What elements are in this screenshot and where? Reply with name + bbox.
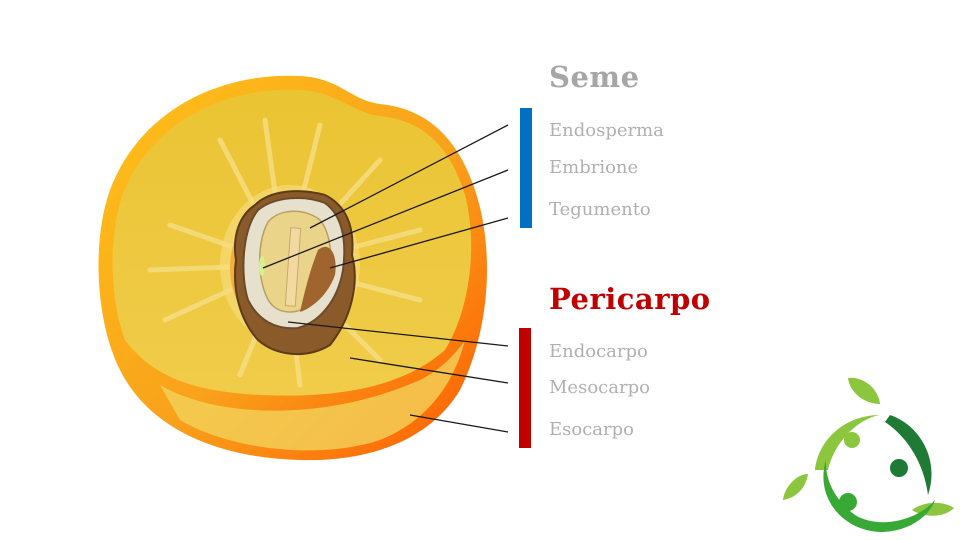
leader-tegumento — [329, 217, 509, 269]
seed-title: Seme — [549, 60, 640, 94]
leader-embrione — [262, 169, 509, 269]
leader-esocarpo — [409, 414, 509, 433]
embryo — [259, 256, 265, 276]
mesocarp-lower — [160, 340, 465, 451]
peach-illustration — [98, 75, 487, 461]
leader-lines — [262, 124, 509, 433]
seed-tegument — [300, 246, 336, 312]
leader-endocarpo — [287, 321, 509, 347]
label-endosperma: Endosperma — [549, 120, 664, 141]
label-tegumento: Tegumento — [549, 199, 651, 220]
label-endocarpo: Endocarpo — [549, 341, 648, 362]
label-mesocarpo: Mesocarpo — [549, 377, 650, 398]
label-embrione: Embrione — [549, 157, 639, 178]
leaf-circle-logo — [783, 377, 954, 532]
pericarp-title: Pericarpo — [549, 282, 711, 316]
label-esocarpo: Esocarpo — [549, 419, 634, 440]
pericarp-bracket-bar — [519, 328, 531, 448]
leader-mesocarpo — [349, 357, 509, 384]
seed-bracket-bar — [520, 108, 532, 228]
leader-endosperma — [309, 124, 509, 229]
embryo-axis — [284, 227, 302, 307]
